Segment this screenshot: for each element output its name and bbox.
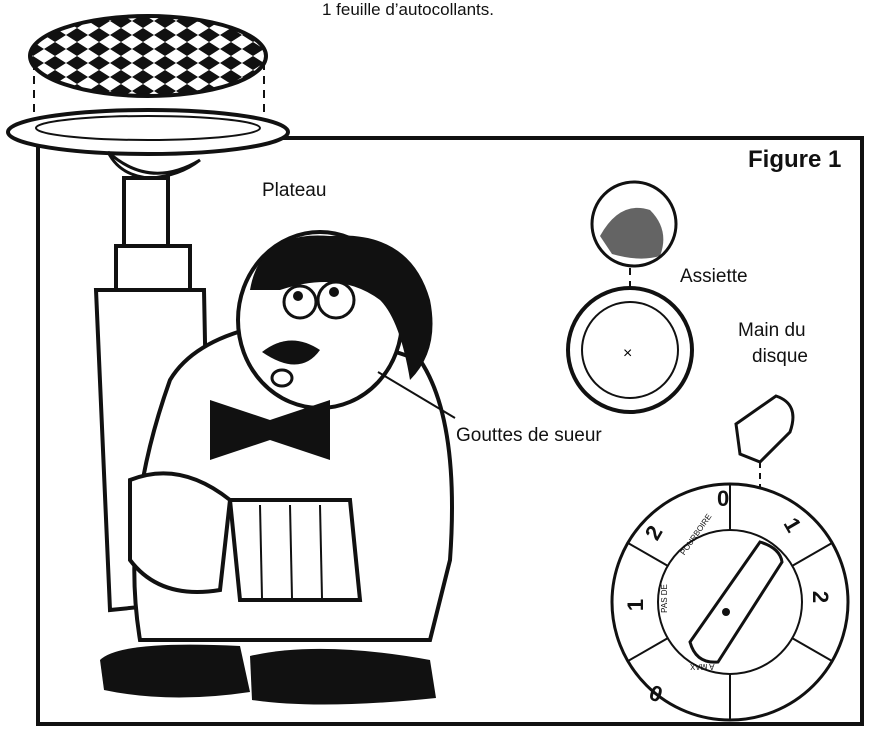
label-plateau: Plateau (262, 180, 326, 202)
checkered-disc (30, 16, 266, 96)
dial-text-pas-de: PAS DE (660, 584, 669, 613)
left-shoe (100, 645, 250, 698)
right-shoe (250, 649, 436, 705)
label-assiette: Assiette (680, 266, 748, 288)
label-main-du-disque-line1: Main du (738, 320, 806, 342)
dial-number-top: 0 (717, 486, 729, 512)
dial-number-left: 1 (623, 599, 649, 611)
dial-text-max: A MAX (690, 662, 714, 671)
disc-hand (736, 396, 793, 462)
label-gouttes-de-sueur: Gouttes de sueur (456, 425, 602, 447)
svg-text:×: × (623, 345, 632, 362)
dial-number-right: 2 (807, 591, 833, 603)
arm (124, 178, 168, 248)
label-main-du-disque-line2: disque (752, 346, 808, 368)
